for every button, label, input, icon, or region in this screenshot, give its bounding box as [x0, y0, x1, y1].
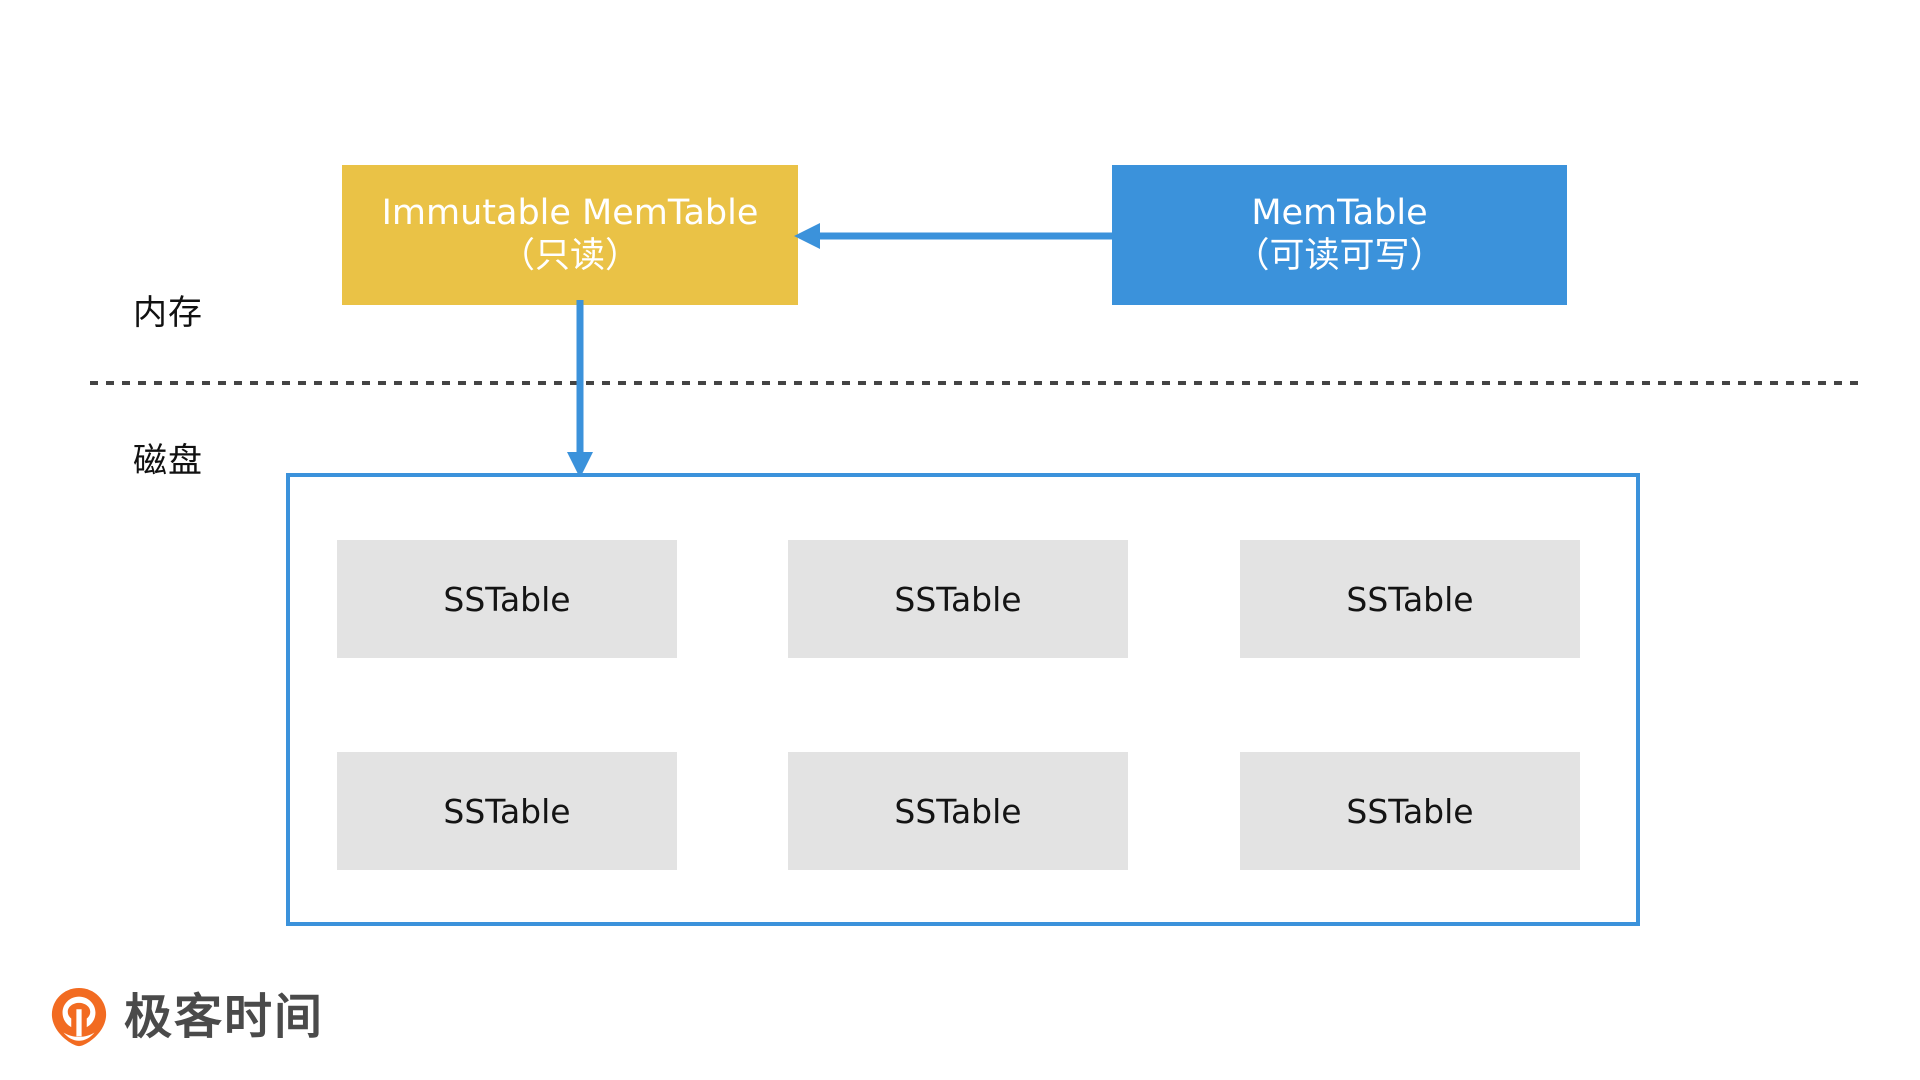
geektime-logo-text: 极客时间 — [124, 989, 325, 1045]
arrow-immutable-to-disk-icon — [567, 300, 593, 478]
geektime-logo: 极客时间 — [48, 986, 324, 1048]
sstable-box[interactable]: SSTable — [337, 752, 677, 870]
sstable-box[interactable]: SSTable — [788, 540, 1128, 658]
sstable-box[interactable]: SSTable — [1240, 752, 1580, 870]
arrow-memtable-to-immutable-icon — [794, 223, 1115, 249]
geektime-logo-icon — [51, 987, 107, 1047]
tier-label-disk: 磁盘 — [133, 441, 203, 481]
sstable-box[interactable]: SSTable — [788, 752, 1128, 870]
memory-disk-separator — [90, 381, 1860, 385]
sstable-box[interactable]: SSTable — [337, 540, 677, 658]
disk-container: SSTable SSTable SSTable SSTable SSTable … — [286, 473, 1640, 926]
sstable-box[interactable]: SSTable — [1240, 540, 1580, 658]
node-immutable-memtable[interactable]: Immutable MemTable （只读） — [342, 165, 798, 305]
node-memtable-subtitle: （可读可写） — [1234, 236, 1445, 276]
tier-label-memory: 内存 — [133, 293, 203, 333]
node-immutable-memtable-title: Immutable MemTable — [381, 192, 759, 233]
node-memtable[interactable]: MemTable （可读可写） — [1112, 165, 1567, 305]
node-memtable-title: MemTable — [1251, 192, 1428, 233]
node-immutable-memtable-subtitle: （只读） — [499, 236, 640, 276]
